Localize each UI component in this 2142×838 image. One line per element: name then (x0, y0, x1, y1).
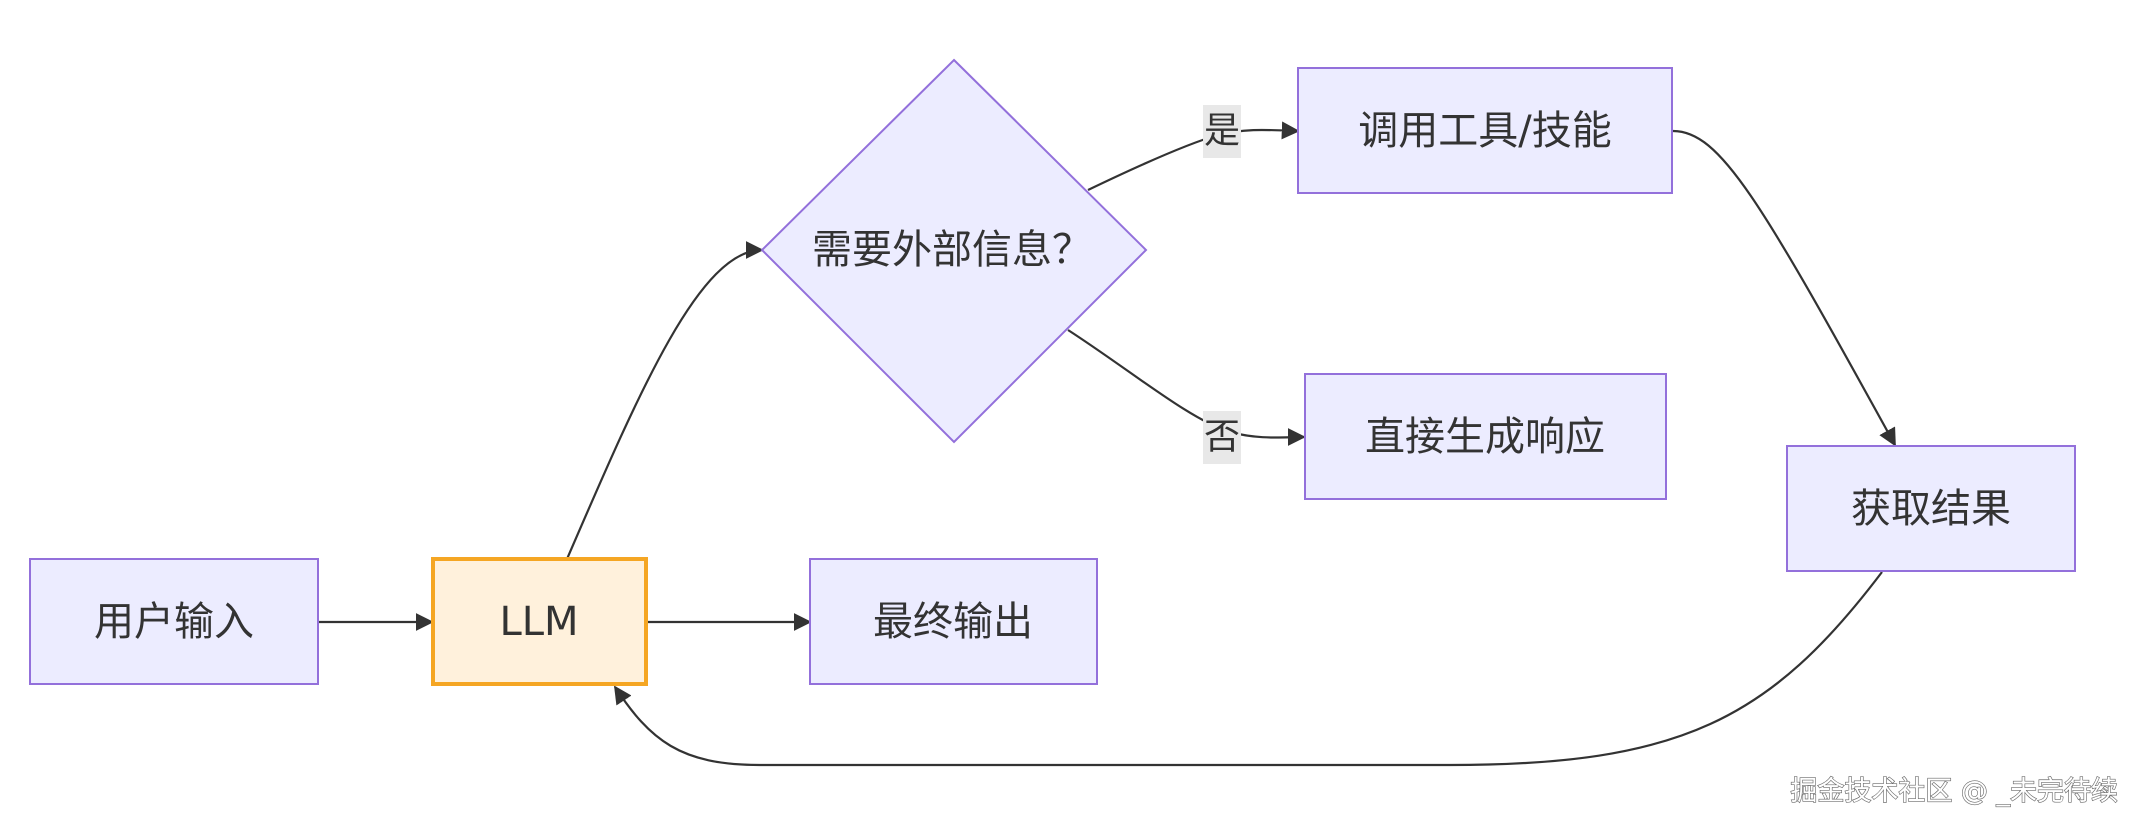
node-call-tool-box (1297, 67, 1673, 194)
node-get-result-label: 获取结果 (1851, 486, 2011, 532)
node-get-result-box (1786, 445, 2076, 572)
edge-result-to-llm (614, 571, 1883, 767)
node-llm: LLM (431, 557, 648, 686)
node-llm-label: LLM (499, 599, 578, 645)
edge-decision-no-to-direct (1067, 329, 1306, 447)
node-final-output-label: 最终输出 (873, 599, 1033, 645)
node-get-result: 获取结果 (1786, 445, 2076, 572)
node-user-input: 用户输入 (29, 558, 319, 685)
node-need-external-info: 需要外部信息？ (760, 58, 1148, 444)
edge-label-yes: 是 (1203, 105, 1241, 158)
edge-label-no: 否 (1203, 411, 1241, 464)
node-llm-box (431, 557, 648, 686)
node-user-input-box (29, 558, 319, 685)
node-need-external-info-label: 需要外部信息？ (812, 227, 1092, 273)
edge-label-yes-text: 是 (1204, 111, 1240, 152)
node-need-external-info-diamond (760, 58, 1148, 444)
edge-decision-yes-to-tool (1087, 121, 1300, 191)
node-direct-response: 直接生成响应 (1304, 373, 1667, 500)
node-call-tool: 调用工具/技能 (1297, 67, 1673, 194)
node-direct-response-box (1304, 373, 1667, 500)
node-final-output: 最终输出 (809, 558, 1098, 685)
edge-tool-to-result (1672, 129, 1896, 447)
edge-label-no-text: 否 (1204, 417, 1240, 458)
edge-llm-to-decision (565, 241, 764, 560)
node-user-input-label: 用户输入 (94, 599, 254, 645)
node-direct-response-label: 直接生成响应 (1365, 414, 1605, 460)
watermark-text: 掘金技术社区 @ _未完待续 (1790, 776, 2118, 807)
node-call-tool-label: 调用工具/技能 (1358, 108, 1611, 154)
node-final-output-box (809, 558, 1098, 685)
edge-label-no-bg (1203, 411, 1241, 464)
edge-label-yes-bg (1203, 105, 1241, 158)
